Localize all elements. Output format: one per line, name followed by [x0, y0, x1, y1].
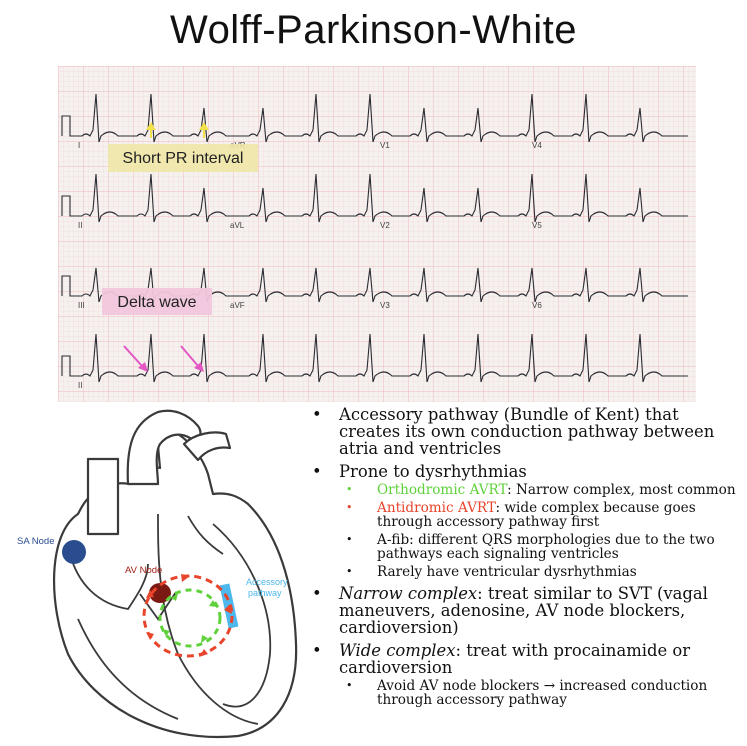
bullet-dysrhythmias: • Prone to dysrhythmias • Orthodromic AV… — [306, 463, 744, 579]
lead-label: V1 — [380, 141, 390, 150]
bullet-accessory-pathway: • Accessory pathway (Bundle of Kent) tha… — [312, 405, 715, 458]
lead-label: II — [78, 221, 82, 230]
superior-vena-cava — [86, 457, 120, 536]
green-arrowheads — [162, 593, 217, 643]
ecg-trace-row-4 — [61, 333, 688, 383]
sub-bullet-afib: • A-fib: different QRS morphologies due … — [346, 532, 715, 562]
lead-label: V6 — [532, 301, 542, 310]
ecg-trace-row-1 — [61, 93, 688, 143]
bullet-dot: • — [312, 462, 322, 481]
bullet-dot: • — [346, 483, 353, 496]
lead-label: aVF — [230, 301, 245, 310]
sa-node-label: SA Node — [17, 536, 55, 547]
lead-label: V4 — [532, 141, 542, 150]
lead-label: V5 — [532, 221, 542, 230]
short-pr-arrow-2 — [199, 122, 209, 138]
right-ventricle-wall — [77, 618, 179, 720]
lead-label: aVL — [230, 221, 245, 230]
delta-wave-label: Delta wave — [117, 294, 196, 311]
bullet-dot: • — [346, 679, 353, 692]
short-pr-highlight — [108, 144, 258, 172]
bullet-dot: • — [312, 405, 322, 424]
short-pr-label: Short PR interval — [123, 150, 244, 167]
delta-wave-arrow-1 — [123, 345, 148, 372]
right-atrium-wall — [69, 553, 149, 610]
page-title: Wolff-Parkinson-White — [170, 8, 577, 52]
bullet-wide-complex: • Wide complex: treat with procainamide … — [306, 642, 744, 707]
lead-label: V3 — [380, 301, 390, 310]
av-node-label: AV Node — [125, 565, 162, 576]
bullet-dot: • — [346, 501, 353, 514]
valve-right — [187, 515, 224, 555]
left-ventricle-wall — [212, 523, 272, 708]
sub-bullet-orthodromic: • Orthodromic AVRT: Narrow complex, most… — [346, 482, 736, 498]
bullet-dot: • — [312, 584, 322, 603]
ecg-strip: IaVRV1V4IIaVLV2V5IIIaVFV3V6II Short PR i… — [58, 66, 696, 402]
sub-bullet-antidromic: • Antidromic AVRT: wide complex because … — [346, 500, 696, 530]
delta-wave-highlight — [102, 288, 212, 315]
lead-label: I — [78, 141, 80, 150]
ecg-trace-row-2 — [61, 173, 688, 223]
bullet-dot: • — [312, 641, 322, 660]
bullet-list: • Accessory pathway (Bundle of Kent) tha… — [306, 406, 744, 713]
sub-bullet-avoid-av-blockers: • Avoid AV node blockers → increased con… — [346, 678, 708, 708]
red-arrowheads — [146, 574, 232, 657]
reentry-ring — [142, 574, 234, 658]
pulmonary-artery — [182, 431, 232, 462]
ecg-grid — [58, 66, 696, 402]
bullet-dot: • — [346, 533, 353, 546]
lead-label: II — [78, 381, 82, 390]
short-pr-arrow-1 — [146, 122, 156, 138]
sa-node-marker — [62, 540, 86, 564]
ecg-lead-labels: IaVRV1V4IIaVLV2V5IIIaVFV3V6II — [78, 141, 542, 390]
delta-wave-arrow-2 — [180, 345, 204, 372]
lead-label: V2 — [380, 221, 390, 230]
bullet-dot: • — [346, 565, 353, 578]
sub-bullet-ventricular: • Rarely have ventricular dysrhythmias — [346, 564, 637, 580]
lead-label: III — [78, 301, 85, 310]
bullet-narrow-complex: • Narrow complex: treat similar to SVT (… — [312, 584, 708, 637]
